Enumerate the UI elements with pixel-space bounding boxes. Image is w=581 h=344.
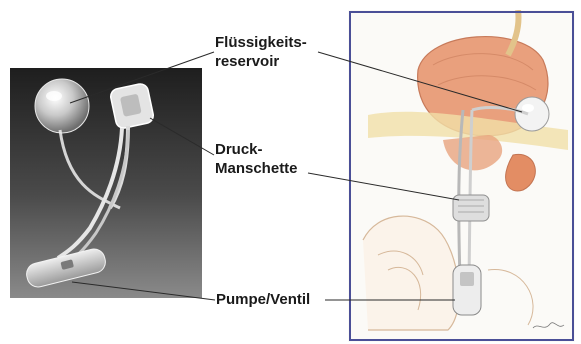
label-pump-line1: Pumpe/Ventil (216, 290, 310, 309)
leader-pump-photo (72, 282, 215, 300)
label-cuff: Druck- Manschette (215, 140, 298, 178)
label-reservoir: Flüssigkeits- reservoir (215, 33, 307, 71)
label-pump: Pumpe/Ventil (216, 290, 310, 309)
leader-cuff-illus (308, 173, 459, 200)
leader-cuff-photo (150, 118, 214, 155)
label-cuff-line2: Manschette (215, 159, 298, 178)
label-cuff-line1: Druck- (215, 140, 298, 159)
leader-reservoir-photo (70, 52, 214, 103)
label-reservoir-line2: reservoir (215, 52, 307, 71)
leader-reservoir-illus (318, 52, 522, 112)
label-reservoir-line1: Flüssigkeits- (215, 33, 307, 52)
